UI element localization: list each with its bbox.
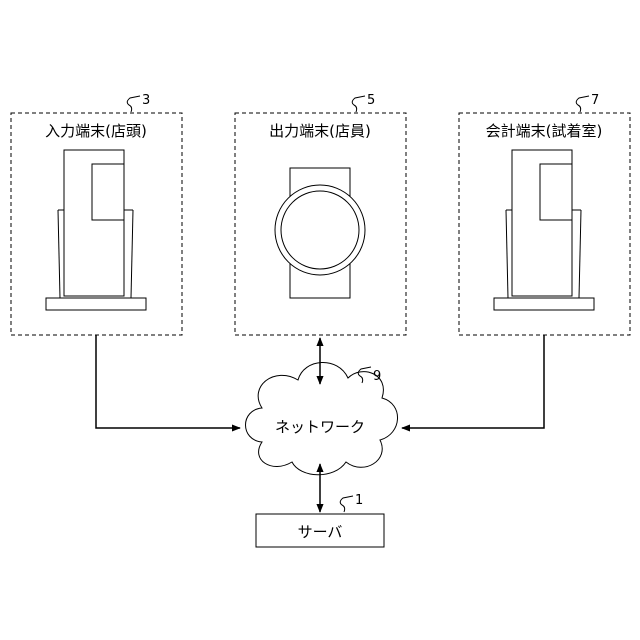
checkout-terminal: 会計端末(試着室) 7 xyxy=(459,93,630,335)
network-ref: 9 xyxy=(373,369,381,384)
input-terminal: 入力端末(店頭) 3 xyxy=(11,93,182,335)
output-terminal-label: 出力端末(店員) xyxy=(269,122,371,140)
ref-leader-5 xyxy=(352,96,365,112)
input-terminal-label: 入力端末(店頭) xyxy=(45,122,147,140)
checkout-terminal-frame xyxy=(459,113,630,335)
checkout-terminal-ref: 7 xyxy=(591,93,599,108)
network-cloud: ネットワーク 9 xyxy=(246,362,398,474)
output-terminal: 出力端末(店員) 5 xyxy=(235,93,406,335)
input-to-network-arrow xyxy=(96,335,240,428)
kiosk-icon xyxy=(46,150,146,310)
input-terminal-ref: 3 xyxy=(142,93,150,108)
checkout-to-network-arrow xyxy=(402,335,544,428)
network-label: ネットワーク xyxy=(275,418,365,436)
output-terminal-ref: 5 xyxy=(367,93,375,108)
ref-leader-1 xyxy=(340,496,353,512)
server-label: サーバ xyxy=(298,523,343,541)
ref-leader-3 xyxy=(127,96,140,112)
server-ref: 1 xyxy=(355,493,363,508)
kiosk-icon xyxy=(494,150,594,310)
watch-icon xyxy=(275,168,365,298)
checkout-terminal-label: 会計端末(試着室) xyxy=(486,122,603,140)
input-terminal-frame xyxy=(11,113,182,335)
ref-leader-7 xyxy=(576,96,589,112)
